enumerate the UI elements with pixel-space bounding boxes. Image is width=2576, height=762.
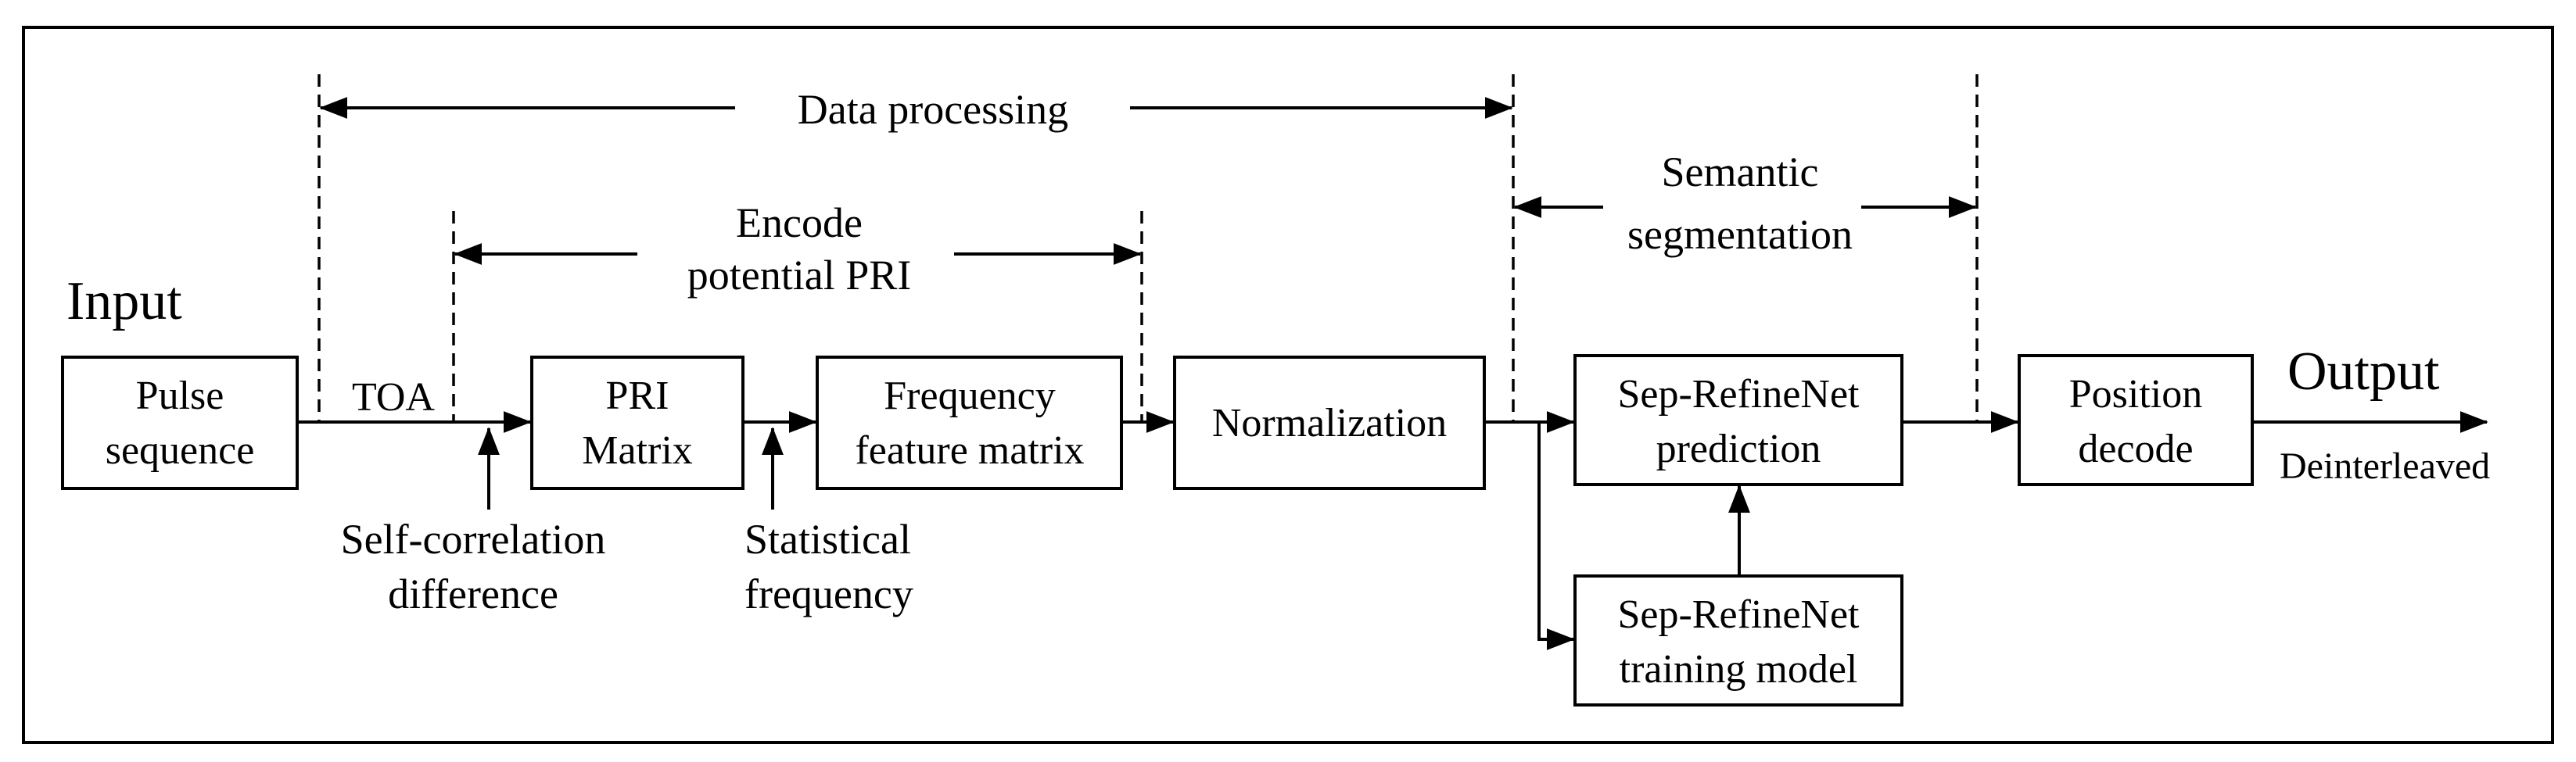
sep-refinenet-prediction-line2: prediction (1656, 427, 1821, 471)
deinterleaved-label: Deinterleaved (2280, 445, 2490, 487)
pulse-sequence-line1: Pulse (136, 374, 224, 418)
toa-label: TOA (352, 375, 435, 420)
sep-refinenet-prediction-line1: Sep-RefineNet (1617, 372, 1860, 417)
pulse-sequence-line2: sequence (106, 428, 255, 473)
position-decode-box: Position decode (2018, 354, 2254, 486)
statfreq-label-line2: frequency (744, 571, 913, 617)
position-decode-line1: Position (2069, 372, 2203, 417)
normalization-label: Normalization (1212, 401, 1447, 445)
data-processing-label: Data processing (798, 86, 1068, 133)
input-title: Input (66, 271, 182, 331)
pri-matrix-line2: Matrix (582, 428, 693, 473)
normalization-box: Normalization (1173, 356, 1486, 490)
frequency-feature-matrix-line1: Frequency (884, 374, 1055, 418)
semantic-label-line2: segmentation (1627, 211, 1853, 258)
encode-label-line2: potential PRI (687, 252, 911, 299)
pri-matrix-box: PRI Matrix (530, 356, 744, 490)
output-title: Output (2287, 342, 2440, 402)
position-decode-line2: decode (2078, 427, 2193, 471)
outer-frame (22, 26, 2554, 744)
pulse-sequence-box: Pulse sequence (61, 356, 299, 490)
pri-matrix-line1: PRI (606, 374, 669, 418)
semantic-label-line1: Semantic (1662, 148, 1819, 195)
selfcorr-label-line1: Self-correlation (341, 516, 606, 563)
sep-refinenet-training-box: Sep-RefineNet training model (1573, 574, 1903, 707)
frequency-feature-matrix-line2: feature matrix (855, 428, 1084, 473)
statfreq-label-line1: Statistical (744, 516, 911, 563)
encode-label-line1: Encode (736, 199, 863, 246)
sep-refinenet-training-line1: Sep-RefineNet (1617, 592, 1860, 637)
selfcorr-label-line2: difference (388, 571, 558, 617)
frequency-feature-matrix-box: Frequency feature matrix (816, 356, 1123, 490)
sep-refinenet-prediction-box: Sep-RefineNet prediction (1573, 354, 1903, 486)
sep-refinenet-training-line2: training model (1620, 647, 1858, 692)
